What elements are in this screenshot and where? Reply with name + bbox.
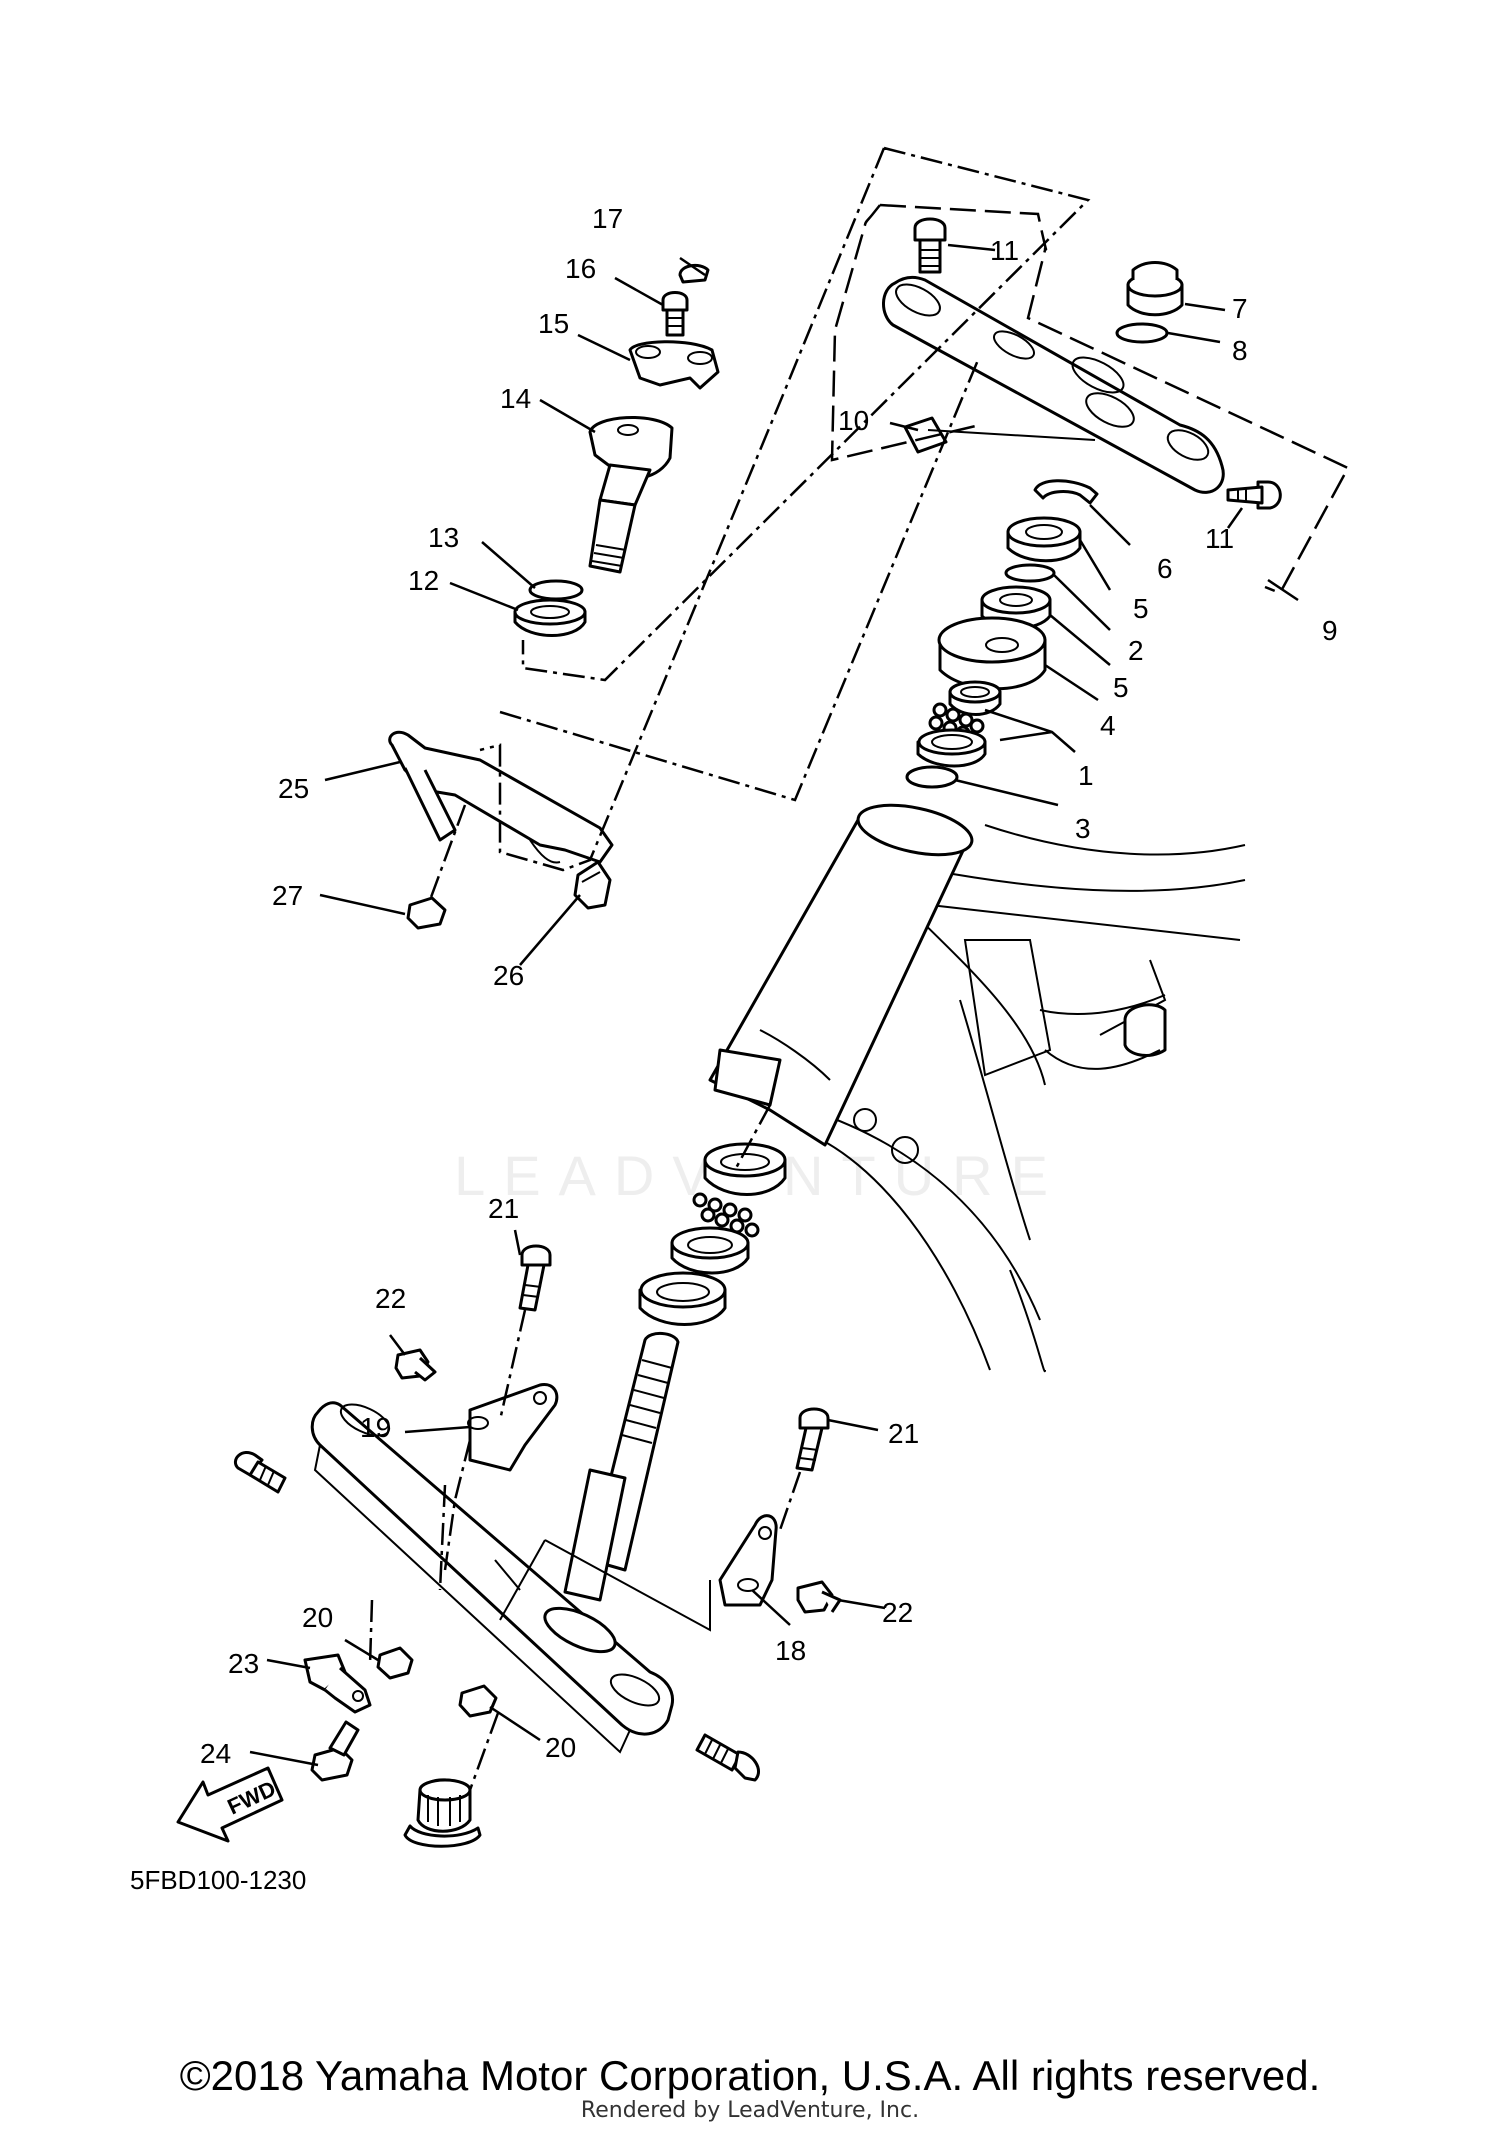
lower-bearing-cone: [670, 1226, 750, 1275]
rendered-by-credit: Rendered by LeadVenture, Inc.: [580, 2098, 920, 2123]
bolt-11-right: [1226, 480, 1282, 510]
callout-21b: 21: [888, 1418, 919, 1449]
callout-26: 26: [493, 960, 524, 991]
callout-11b: 11: [1205, 523, 1234, 554]
damper-12: [513, 598, 587, 637]
callout-9: 9: [1322, 615, 1338, 646]
callout-23: 23: [228, 1648, 259, 1679]
ring-nut-5-upper: [1006, 516, 1082, 563]
callout-1: 1: [1078, 760, 1094, 791]
callout-8: 8: [1232, 335, 1248, 366]
callout-22b: 22: [882, 1597, 913, 1628]
washer-13: [528, 579, 584, 601]
seal-3: [905, 765, 959, 789]
clip-22-lower: [796, 1580, 842, 1614]
callout-13: 13: [428, 522, 459, 553]
callout-20a: 20: [302, 1602, 333, 1633]
pinch-bolt-right: [695, 1733, 761, 1782]
callout-27: 27: [272, 880, 303, 911]
bracket-19: [467, 1383, 559, 1472]
upper-holder-15: [628, 340, 720, 390]
bolt-24: [310, 1720, 360, 1782]
washer-5: [1004, 563, 1056, 583]
callout-11a: 11: [990, 235, 1019, 266]
callout-14: 14: [500, 383, 531, 414]
nut-20-left: [376, 1646, 414, 1680]
label-plate-10: [903, 416, 948, 454]
callout-5b: 5: [1113, 672, 1129, 703]
pinch-bolt-left: [233, 1451, 287, 1494]
callout-16: 16: [565, 253, 596, 284]
lock-washer-6: [1033, 479, 1099, 505]
callout-6: 6: [1157, 553, 1173, 584]
callout-17: 17: [592, 203, 623, 234]
group-outline-frame: [499, 359, 980, 802]
leader-lines: [249, 243, 1299, 1767]
bolt-16: [661, 291, 689, 337]
callout-25: 25: [278, 773, 309, 804]
fwd-arrow-icon: FWD: [176, 1766, 284, 1843]
steering-head-pipe: [708, 803, 974, 1147]
lower-seal: [638, 1271, 727, 1326]
cap-17: [678, 263, 710, 284]
copyright-notice: ©2018 Yamaha Motor Corporation, U.S.A. A…: [179, 2052, 1321, 2099]
callout-4: 4: [1100, 710, 1116, 741]
nut-27: [406, 896, 447, 930]
callout-5a: 5: [1133, 593, 1149, 624]
callout-22a: 22: [375, 1283, 406, 1314]
upper-bracket: [882, 275, 1225, 494]
callout-7: 7: [1232, 293, 1248, 324]
callout-12: 12: [408, 565, 439, 596]
callout-3: 3: [1075, 813, 1091, 844]
group-outline-upper-bracket: [830, 203, 1350, 595]
clamp-26: [573, 860, 612, 910]
bolt-11-upper: [913, 217, 947, 274]
bracket-18: [718, 1514, 778, 1607]
washer-8: [1115, 322, 1169, 344]
callout-labels: 1 2 3 4 5 5 6 7 8 9 10 11 11 12 13 14 15…: [200, 203, 1338, 1769]
bolt-21-lower: [795, 1407, 830, 1472]
bearing-cone-1: [916, 728, 987, 768]
callout-18: 18: [775, 1635, 806, 1666]
clamp-23: [303, 1653, 372, 1714]
callout-20b: 20: [545, 1732, 576, 1763]
ball-bearings-lower: [692, 1192, 760, 1238]
nut-7: [1126, 261, 1184, 317]
clip-22-upper: [394, 1348, 437, 1382]
under-bracket: [310, 1401, 675, 1754]
cover-4: [937, 616, 1047, 691]
nut-20-right: [458, 1684, 498, 1718]
callout-10: 10: [838, 405, 869, 436]
diagram-code: 5FBD100-1230: [130, 1865, 307, 1895]
axis-lines: [368, 429, 1096, 1791]
lower-holder-14: [588, 415, 674, 574]
callout-19: 19: [360, 1412, 391, 1443]
callout-15: 15: [538, 308, 569, 339]
group-outline-assembly: [479, 146, 1091, 872]
callout-21a: 21: [488, 1193, 519, 1224]
lower-bearing-race: [703, 1142, 787, 1196]
callout-24: 24: [200, 1738, 231, 1769]
steering-stem: [563, 1332, 680, 1602]
bolt-21-upper: [518, 1244, 552, 1312]
stem-collar: [403, 1778, 482, 1848]
callout-2: 2: [1128, 635, 1144, 666]
bearing-race-upper: [948, 680, 1002, 716]
